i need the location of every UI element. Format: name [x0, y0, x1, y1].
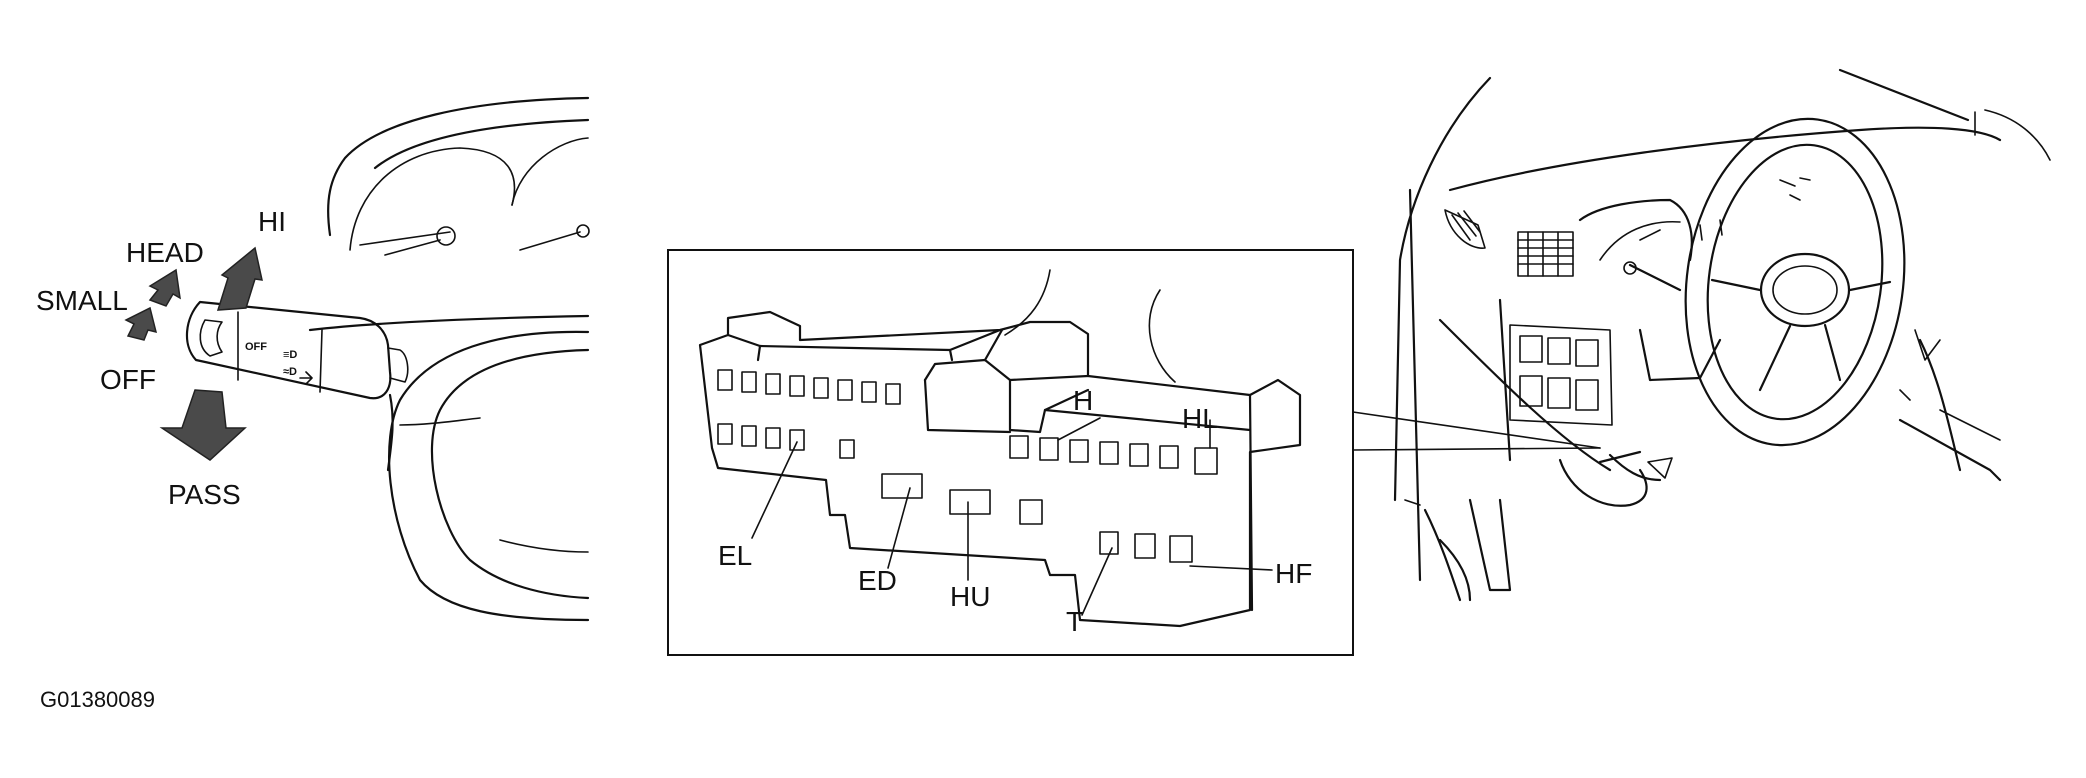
arrow-pass-icon [159, 389, 247, 461]
label-off: OFF [100, 364, 156, 395]
lever-marking-head: ≡D [283, 349, 297, 361]
left-vent-icon [1444, 209, 1486, 249]
connector-terminal-labels: H HL EL ED HU T HF [718, 385, 1312, 637]
label-head: HEAD [126, 237, 204, 268]
steering-wheel-icon [1684, 117, 1906, 447]
lever-marking-off: OFF [245, 341, 267, 353]
label-small: SMALL [36, 285, 128, 316]
headlight-switch-lever: OFF ≡D ≈D [185, 300, 409, 400]
switch-connector [698, 310, 1302, 628]
switch-position-labels: HI HEAD SMALL OFF PASS [36, 206, 286, 510]
switch-position-arrows [124, 246, 263, 461]
terminal-label-hu: HU [950, 581, 990, 612]
connector-detail-panel: H HL EL ED HU T HF [667, 249, 1354, 656]
label-hi: HI [258, 206, 286, 237]
arrow-hi-icon [216, 246, 263, 311]
terminal-label-hf: HF [1275, 558, 1312, 589]
left-panel-instrument-cluster [308, 96, 590, 622]
figure-code: G01380089 [40, 687, 155, 712]
center-console-switches [1509, 324, 1613, 426]
terminal-label-h: H [1073, 385, 1093, 416]
terminal-label-ed: ED [858, 565, 897, 596]
terminal-label-t: T [1066, 606, 1083, 637]
cockpit-dashboard-view [1393, 68, 2051, 602]
callout-lines [1352, 411, 1601, 451]
arrow-small-icon [124, 306, 158, 341]
center-vent-icon [1517, 231, 1574, 277]
terminal-label-hl: HL [1182, 403, 1218, 434]
arrow-head-icon [148, 268, 181, 307]
connector-detail-frame [667, 249, 1354, 656]
label-pass: PASS [168, 479, 241, 510]
lever-marking-small: ≈D [283, 366, 297, 378]
terminal-leader-lines [751, 417, 1273, 616]
terminal-label-el: EL [718, 540, 752, 571]
